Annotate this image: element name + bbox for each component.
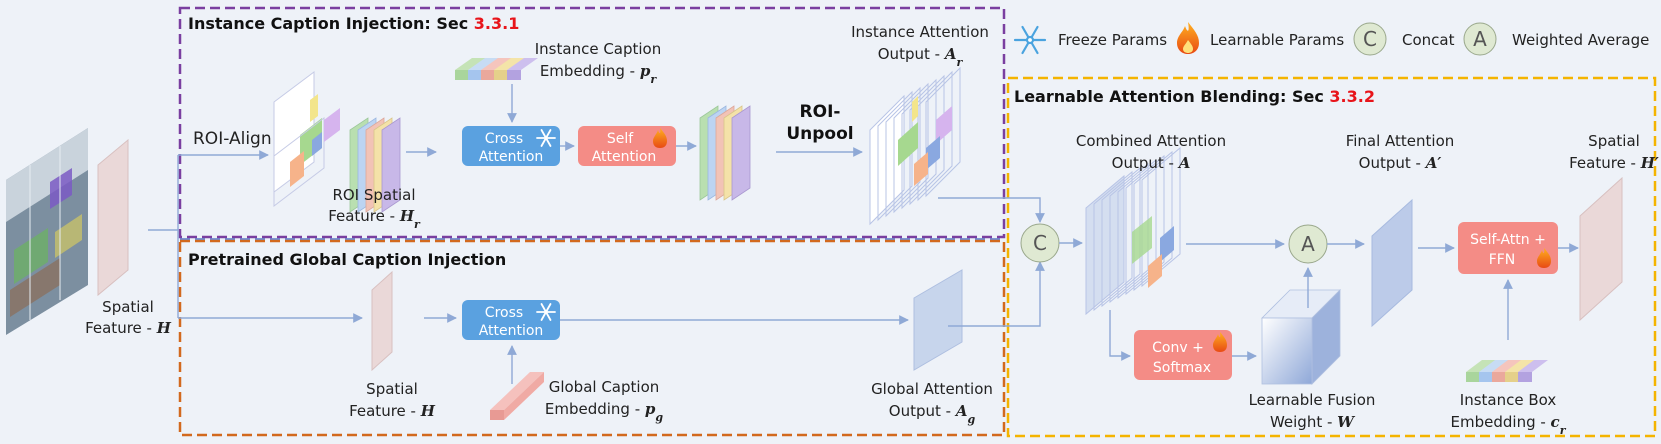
combined-patch-green bbox=[1132, 216, 1152, 264]
avg-legend-symbol: A bbox=[1473, 27, 1487, 51]
combined-label-2: Output - A bbox=[1112, 154, 1191, 172]
roi-unpool-label-2: Unpool bbox=[786, 124, 853, 144]
instance-box-embedding bbox=[1466, 360, 1548, 382]
snowflake-icon bbox=[536, 129, 556, 147]
fusion-label-2: Weight - W bbox=[1270, 413, 1356, 431]
avg-legend-circle bbox=[1463, 22, 1497, 56]
inst-cap-label-1: Instance Caption bbox=[535, 40, 662, 58]
svg-text:Self: Self bbox=[607, 131, 634, 147]
instance-cross-attention-block: Cross Attention bbox=[462, 126, 560, 166]
legend-freeze-label: Freeze Params bbox=[1058, 31, 1167, 49]
roi-aligned-frame-back bbox=[273, 108, 340, 208]
legend-learnable-label: Learnable Params bbox=[1210, 31, 1344, 49]
spatial-feature-h-prime bbox=[1579, 176, 1623, 322]
self-attn-ffn-block: Self-Attn + FFN bbox=[1458, 222, 1558, 274]
svg-text:C: C bbox=[1033, 231, 1047, 255]
inst-box-label-2: Embedding - cr bbox=[1451, 413, 1567, 437]
blending-section-frame bbox=[1006, 76, 1657, 438]
instance-section-frame bbox=[178, 6, 1006, 239]
fusion-label-1: Learnable Fusion bbox=[1249, 391, 1376, 409]
global-attention-output bbox=[913, 269, 963, 371]
svg-text:Attention: Attention bbox=[479, 323, 544, 339]
roi-unpool-label-1: ROI- bbox=[800, 102, 841, 122]
inst-attn-label-1: Instance Attention bbox=[851, 23, 989, 41]
svg-text:Conv +: Conv + bbox=[1152, 340, 1204, 356]
roi-spatial-label-1: ROI Spatial bbox=[332, 186, 415, 204]
svg-text:Self-Attn +: Self-Attn + bbox=[1470, 232, 1546, 248]
conv-softmax-block: Conv + Softmax bbox=[1134, 330, 1232, 380]
combined-patch-orange bbox=[1148, 254, 1162, 288]
roi-align-label: ROI-Align bbox=[193, 129, 272, 149]
spatial-out-label-1: Spatial bbox=[1588, 132, 1640, 150]
roi-spatial-label-2: Feature - Hr bbox=[328, 207, 421, 231]
instance-caption-embedding bbox=[455, 58, 538, 80]
spatial-out-label-2: Feature - H′ bbox=[1569, 154, 1659, 172]
flame-icon bbox=[1537, 248, 1551, 268]
svg-text:Attention: Attention bbox=[479, 149, 544, 165]
self-attention-block: Self Attention bbox=[578, 126, 676, 166]
inst-attn-patch-blue bbox=[926, 136, 940, 170]
spatial-left-label-2: Feature - H bbox=[85, 319, 172, 337]
flame-icon bbox=[653, 128, 667, 148]
spatial-mid-label-2: Feature - H bbox=[349, 402, 436, 420]
spatial-feature-h-mid bbox=[371, 270, 393, 372]
snowflake-icon bbox=[1013, 25, 1047, 55]
instance-attention-output bbox=[869, 66, 961, 226]
global-section-title: Pretrained Global Caption Injection bbox=[188, 250, 506, 269]
global-cross-attention-block: Cross Attention bbox=[462, 300, 560, 340]
spatial-feature-h-left bbox=[97, 138, 129, 297]
arrow-inst-attn-to-concat bbox=[938, 197, 1045, 223]
inst-attn-patch-purple bbox=[936, 106, 952, 144]
global-attn-label-2: Output - Ag bbox=[889, 402, 976, 426]
blending-section-title: Learnable Attention Blending: Sec 3.3.2 bbox=[1014, 87, 1375, 106]
fusion-weight-cube bbox=[1261, 289, 1341, 385]
combined-patch-blue bbox=[1160, 226, 1174, 262]
final-label-1: Final Attention bbox=[1346, 132, 1455, 150]
legend: Freeze Params Learnable Params C Concat … bbox=[1013, 22, 1649, 56]
legend-concat-label: Concat bbox=[1402, 31, 1455, 49]
global-cap-label-1: Global Caption bbox=[549, 378, 660, 396]
final-attention-output bbox=[1371, 198, 1413, 328]
svg-text:Cross: Cross bbox=[485, 305, 523, 321]
spatial-left-label-1: Spatial bbox=[102, 298, 154, 316]
global-section-frame bbox=[178, 239, 1006, 437]
spatial-mid-label-1: Spatial bbox=[366, 380, 418, 398]
input-image bbox=[6, 128, 88, 335]
final-label-2: Output - A′ bbox=[1359, 154, 1442, 172]
inst-cap-label-2: Embedding - pr bbox=[540, 62, 658, 86]
global-cap-label-2: Embedding - pg bbox=[545, 400, 664, 424]
inst-box-label-1: Instance Box bbox=[1460, 391, 1557, 409]
combined-label-1: Combined Attention bbox=[1076, 132, 1226, 150]
svg-text:Softmax: Softmax bbox=[1153, 360, 1211, 376]
attended-roi-stack bbox=[699, 105, 751, 201]
roi-spatial-feature-stack bbox=[349, 117, 401, 213]
legend-avg-label: Weighted Average bbox=[1512, 31, 1649, 49]
svg-text:Cross: Cross bbox=[485, 131, 523, 147]
instance-section-title: Instance Caption Injection: Sec 3.3.1 bbox=[188, 14, 519, 33]
svg-text:FFN: FFN bbox=[1489, 252, 1516, 268]
inst-attn-patch-green bbox=[898, 122, 918, 166]
svg-text:A: A bbox=[1301, 232, 1315, 256]
flame-icon bbox=[1177, 22, 1199, 54]
arrow-combined-to-conv bbox=[1109, 310, 1131, 361]
snowflake-icon bbox=[536, 303, 556, 321]
roi-aligned-frame bbox=[273, 71, 322, 193]
flame-icon bbox=[1213, 332, 1227, 352]
concat-legend-symbol: C bbox=[1363, 27, 1377, 51]
global-caption-embedding bbox=[490, 372, 544, 420]
arrow-global-attn-to-concat bbox=[948, 261, 1045, 327]
global-attn-label-1: Global Attention bbox=[871, 380, 993, 398]
concat-legend-circle bbox=[1353, 22, 1387, 56]
weighted-average-node: A bbox=[1288, 224, 1328, 264]
concat-node: C bbox=[1020, 223, 1060, 263]
inst-attn-label-2: Output - Ar bbox=[878, 45, 964, 69]
inst-attn-patch-yellow bbox=[912, 96, 918, 122]
inst-attn-patch-orange bbox=[914, 152, 928, 186]
svg-text:Attention: Attention bbox=[592, 149, 657, 165]
combined-attention-output bbox=[1085, 146, 1181, 316]
